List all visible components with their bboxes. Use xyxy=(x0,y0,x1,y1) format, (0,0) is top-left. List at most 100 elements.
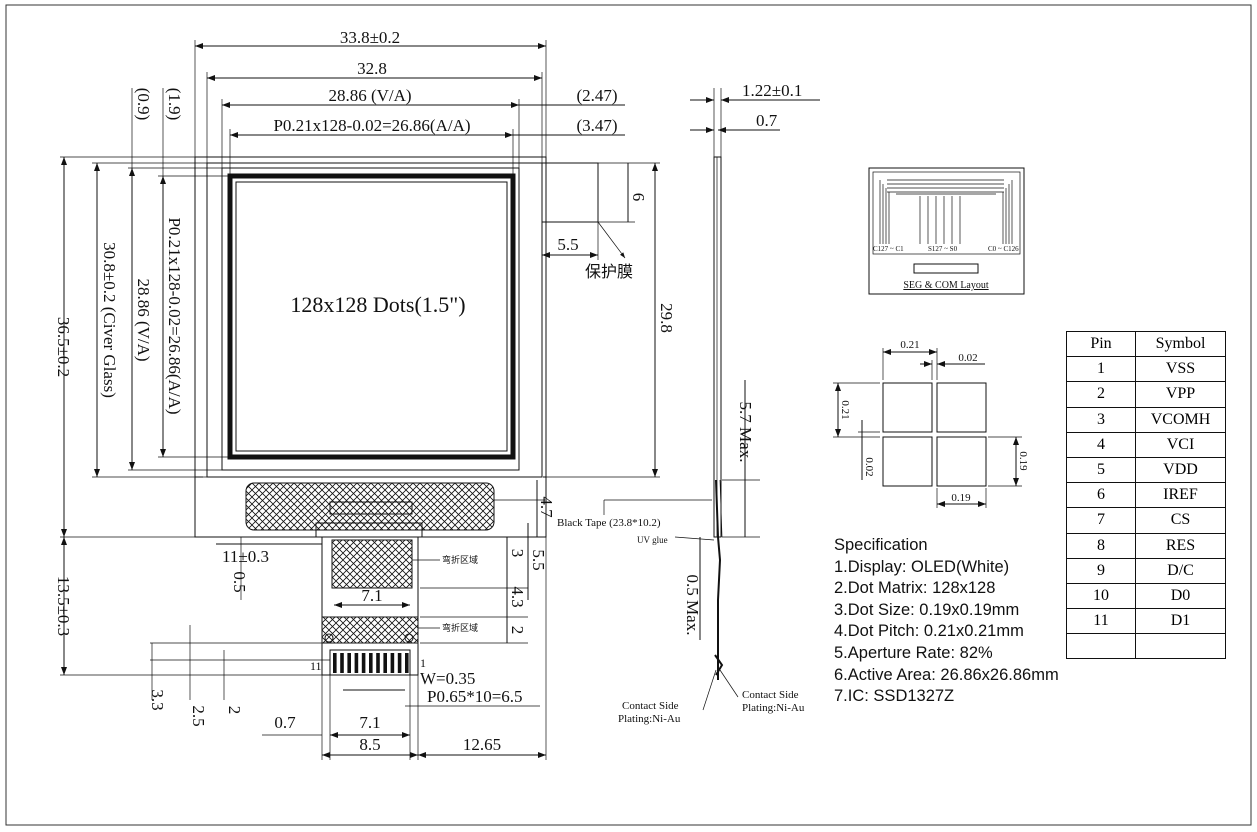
dim-07: 0.7 xyxy=(274,713,296,732)
dim-47: 4.7 xyxy=(537,496,556,518)
dim-side-122: 1.22±0.1 xyxy=(742,81,802,100)
dim-2: 2 xyxy=(508,626,527,635)
bend-label-2: 弯折区域 xyxy=(442,622,478,633)
dim-43: 4.3 xyxy=(508,586,527,607)
dim-r347: (3.47) xyxy=(576,116,617,135)
active-area xyxy=(227,173,516,460)
pin-number: 3 xyxy=(1066,406,1136,433)
side-view: 1.22±0.1 0.7 5.7 Max. 0.5 Max. Black Tap… xyxy=(557,81,820,725)
spec-item: 5.Aperture Rate: 82% xyxy=(834,643,993,662)
pin-header: Pin xyxy=(1066,330,1136,358)
pin-symbol: VCOMH xyxy=(1135,406,1226,433)
px-d021-left: 0.21 xyxy=(839,400,851,419)
contact-left-2: Plating:Ni-Au xyxy=(618,713,681,725)
pin-number: 8 xyxy=(1066,532,1136,559)
black-tape-area xyxy=(245,482,495,531)
px-d002-top: 0.02 xyxy=(958,352,977,364)
seg-com-layout: C127 ~ C1 S127 ~ S0 C0 ~ C126 SEG & COM … xyxy=(868,167,1025,295)
pin-number: 4 xyxy=(1066,431,1136,458)
pixel-detail: 0.21 0.02 0.21 0.02 0.19 0.19 xyxy=(833,339,1029,508)
pin-number: 1 xyxy=(1066,356,1136,383)
dim-1265: 12.65 xyxy=(463,735,501,754)
spec-item: 4.Dot Pitch: 0.21x0.21mm xyxy=(834,622,1024,641)
bend-label-1: 弯折区域 xyxy=(442,554,478,565)
layout-c-right: C0 ~ C126 xyxy=(988,245,1019,253)
px-d021-top: 0.21 xyxy=(900,339,919,351)
pin-table-header: Pin Symbol xyxy=(1066,330,1226,358)
pin-number: 6 xyxy=(1066,482,1136,509)
dim-side-57: 5.7 Max. xyxy=(736,402,755,463)
pin-symbol: D/C xyxy=(1135,557,1226,584)
uv-glue-label: UV glue xyxy=(637,535,668,545)
dim-side-07: 0.7 xyxy=(756,111,778,130)
pin-symbol: D1 xyxy=(1135,608,1226,635)
pin-number xyxy=(1066,633,1136,660)
dim-height-aa: P0.21x128-0.02=26.86(A/A) xyxy=(165,217,184,414)
spec-item: 2.Dot Matrix: 128x128 xyxy=(834,579,996,598)
dim-71a: 7.1 xyxy=(361,586,382,605)
pin-11-label: 11 xyxy=(310,659,322,673)
dim-05: 0.5 xyxy=(230,571,249,592)
dim-film-6: 6 xyxy=(629,193,648,202)
pin-symbol xyxy=(1135,633,1226,660)
viewing-area xyxy=(221,167,520,471)
bend-area-2 xyxy=(321,616,419,644)
spec-item: 7.IC: SSD1327Z xyxy=(834,687,955,706)
fpc-contact-finger xyxy=(397,653,402,673)
contact-left-1: Contact Side xyxy=(622,700,679,712)
fpc-contact-finger xyxy=(361,653,366,673)
fpc-contact-finger xyxy=(376,653,380,673)
pin-symbol: RES xyxy=(1135,532,1226,559)
fpc-contact-finger xyxy=(383,653,387,673)
pin-number: 10 xyxy=(1066,582,1136,610)
pin-symbol: VDD xyxy=(1135,456,1226,484)
dim-width-aa: P0.21x128-0.02=26.86(A/A) xyxy=(273,116,470,135)
fpc-contact-finger xyxy=(354,653,359,673)
fpc-contact-finger xyxy=(390,653,395,673)
front-view: 128x128 Dots(1.5") 保护膜 33.8±0.2 32.8 28.… xyxy=(54,28,676,760)
contact-right-2: Plating:Ni-Au xyxy=(742,702,805,714)
dim-height-total: 36.5±0.2 xyxy=(54,317,73,377)
pin-symbol: IREF xyxy=(1135,482,1226,509)
dim-25: 2.5 xyxy=(189,705,208,726)
symbol-header: Symbol xyxy=(1135,330,1226,358)
pin-number: 7 xyxy=(1066,507,1136,534)
dim-film-298: 29.8 xyxy=(657,303,676,333)
dim-side-05: 0.5 Max. xyxy=(683,575,702,636)
dim-135: 13.5±0.3 xyxy=(54,576,73,636)
black-tape-label: Black Tape (23.8*10.2) xyxy=(557,517,661,529)
sheet-border xyxy=(5,4,1252,826)
pin-1-label: 1 xyxy=(420,656,426,670)
dim-3: 3 xyxy=(508,549,527,558)
spec-title: Specification xyxy=(834,536,928,554)
film-label: 保护膜 xyxy=(585,263,633,281)
dim-11: 11±0.3 xyxy=(222,547,269,566)
spec-item: 6.Active Area: 26.86x26.86mm xyxy=(834,665,1059,684)
spec-item: 1.Display: OLED(White) xyxy=(834,557,1010,576)
pin-number: 9 xyxy=(1066,557,1136,584)
dim-w035: W=0.35 xyxy=(420,669,475,688)
layout-caption: SEG & COM Layout xyxy=(903,280,989,291)
layout-s-mid: S127 ~ S0 xyxy=(928,245,958,253)
specification: Specification 1.Display: OLED(White) 2.D… xyxy=(834,535,1059,708)
pin-symbol: VSS xyxy=(1135,356,1226,383)
dim-r247: (2.47) xyxy=(576,86,617,105)
dim-width-va: 28.86 (V/A) xyxy=(328,86,411,105)
dim-85: 8.5 xyxy=(359,735,380,754)
layout-c-left: C127 ~ C1 xyxy=(873,245,904,253)
pin-symbol: CS xyxy=(1135,507,1226,534)
dim-width-glass: 32.8 xyxy=(357,59,387,78)
fpc-contact-finger xyxy=(340,653,344,673)
contact-right-1: Contact Side xyxy=(742,689,799,701)
pin-symbol: VCI xyxy=(1135,431,1226,458)
dim-33: 3.3 xyxy=(148,689,167,710)
dim-55: 5.5 xyxy=(529,549,548,570)
